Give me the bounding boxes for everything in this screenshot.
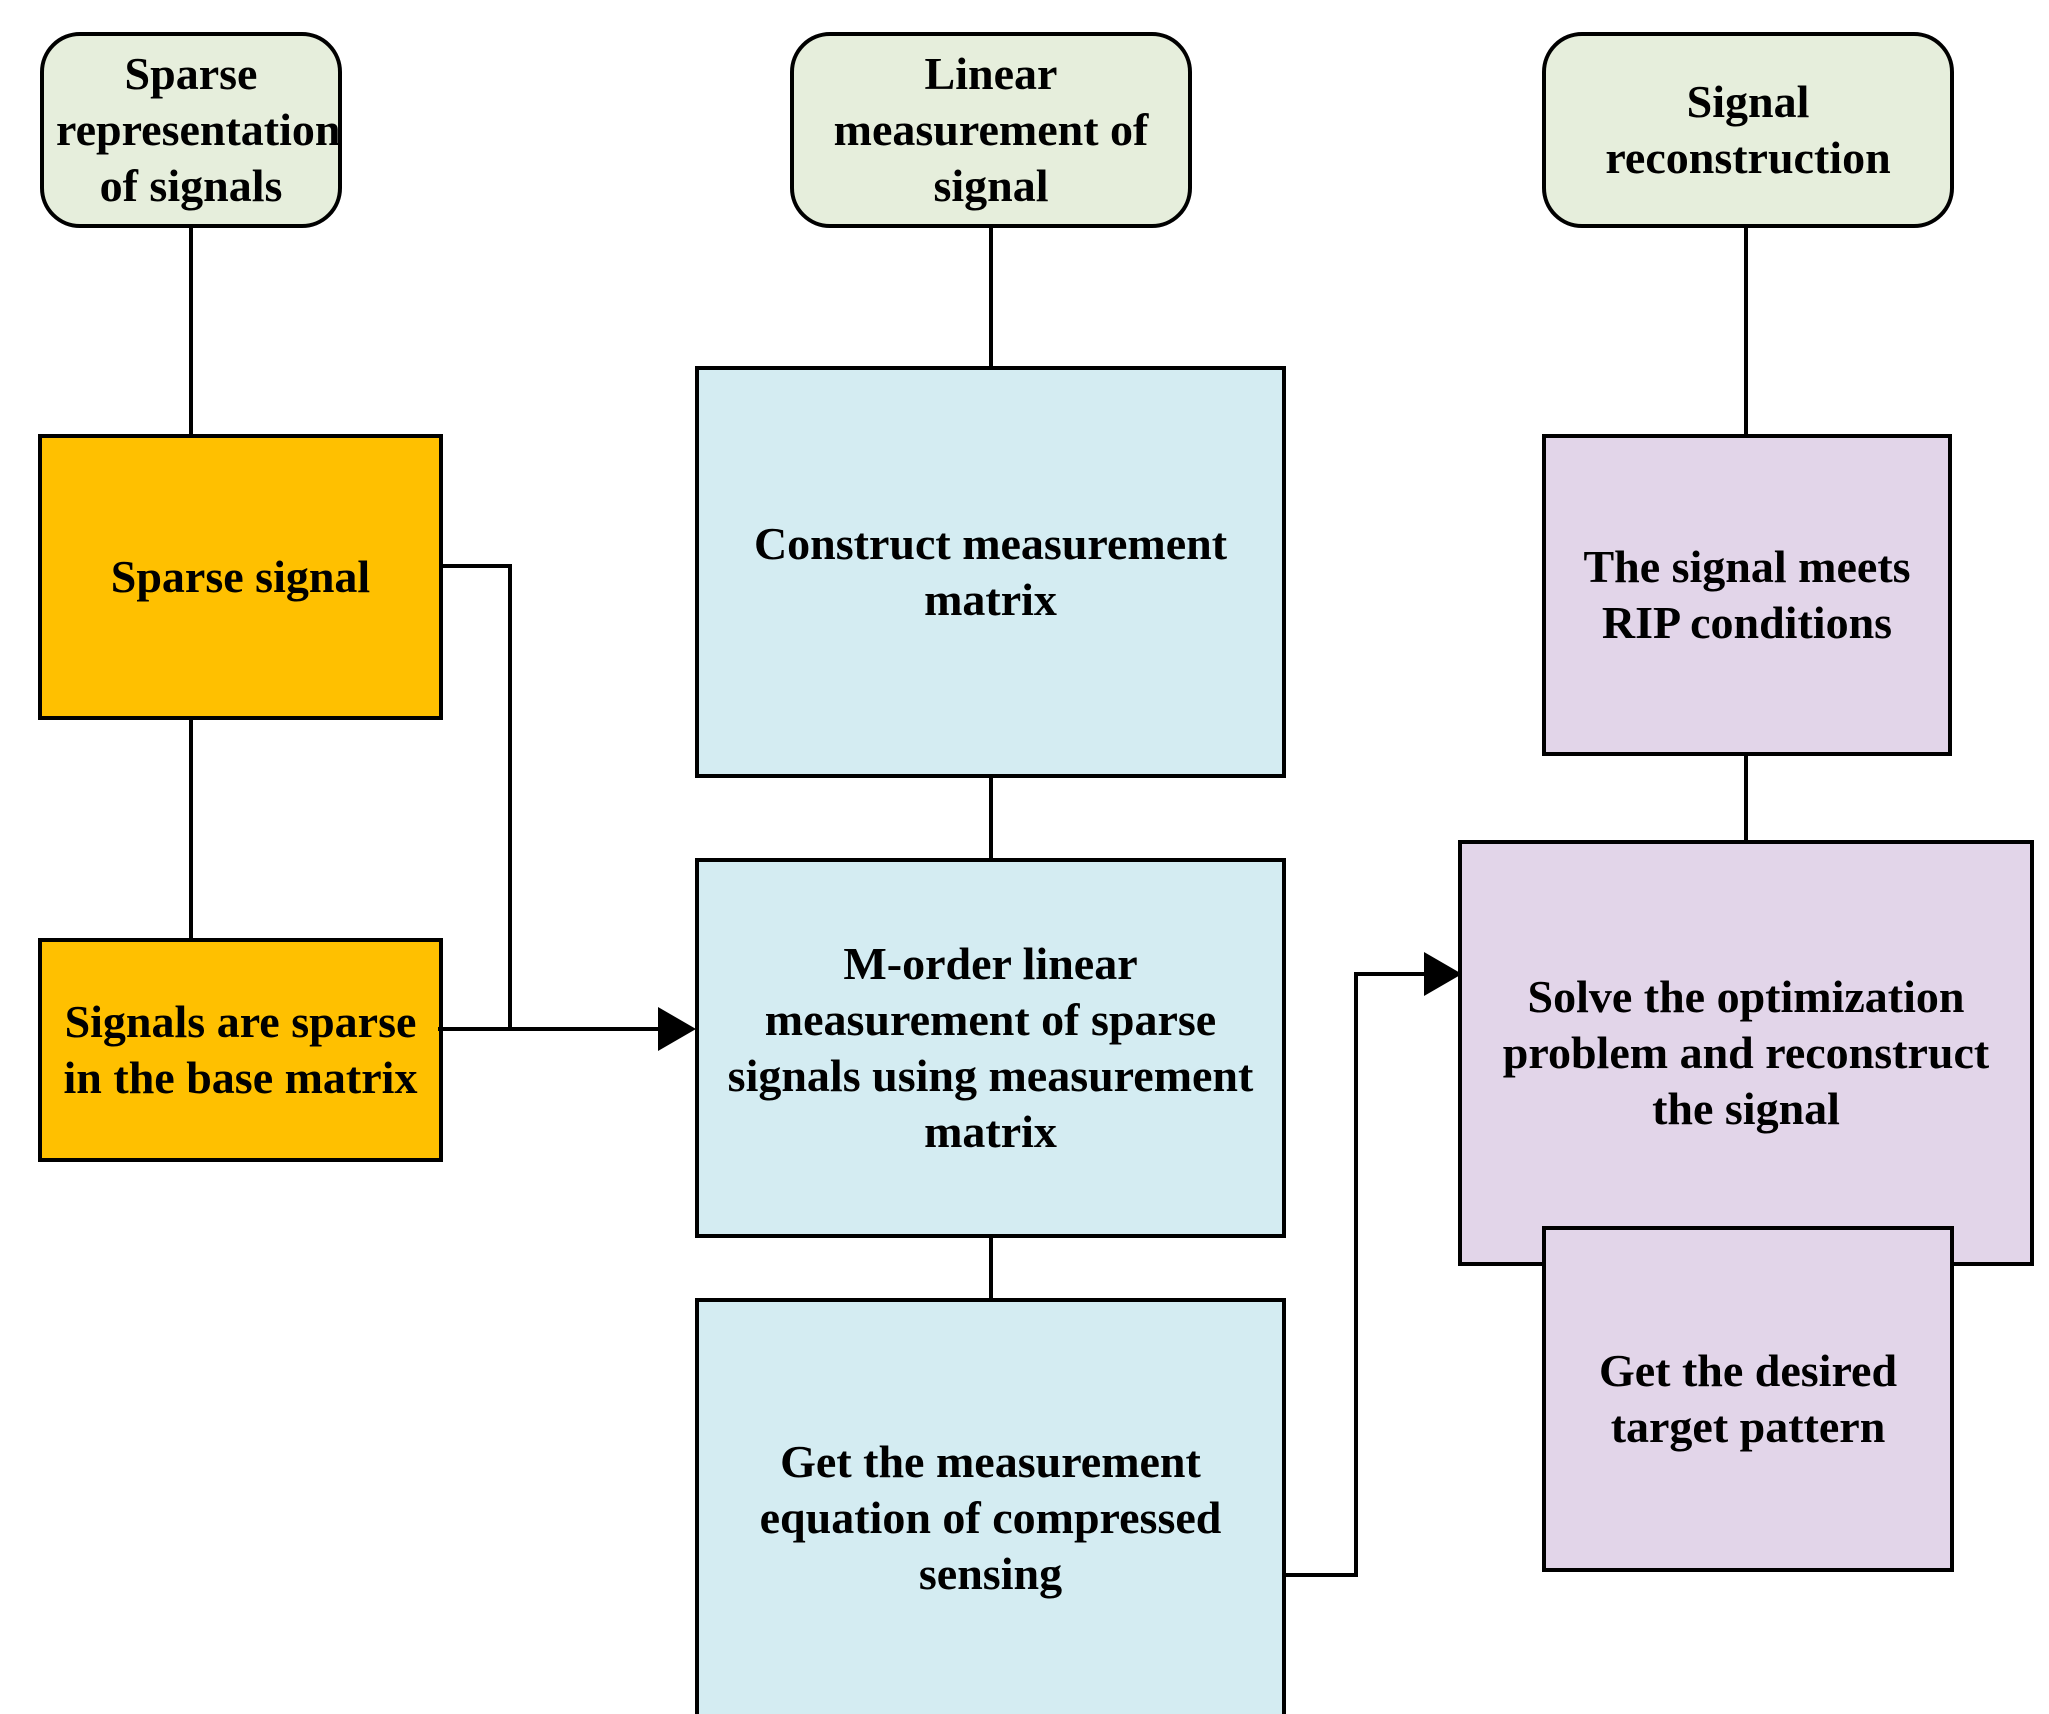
process-node-target-pattern[interactable]: Get the desired target pattern [1542,1226,1954,1572]
stage-node-sparse-representation[interactable]: Sparse representation of signals [40,32,342,228]
connector-to-solve-optimization-horizontal [1354,972,1430,976]
connector-stage2-to-construct-matrix [989,228,993,368]
process-label-signals-sparse-base-matrix: Signals are sparse in the base matrix [63,995,418,1103]
connector-sparse-signal-out-horizontal [443,564,512,568]
connector-rip-conditions-to-solve-optimization [1744,756,1748,842]
stage-label-signal-reconstruction: Signal reconstruction [1605,75,1891,183]
process-label-rip-conditions: The signal meets RIP conditions [1583,540,1911,648]
process-label-solve-optimization: Solve the optimization problem and recon… [1502,970,1990,1135]
stage-node-signal-reconstruction[interactable]: Signal reconstruction [1542,32,1954,228]
stage-label-sparse-representation: Sparse representation of signals [56,47,341,212]
connector-m-order-to-measurement-equation [989,1238,993,1300]
connector-to-m-order-horizontal [438,1027,660,1031]
connector-stage1-to-sparse-signal [189,228,193,436]
process-node-construct-measurement-matrix[interactable]: Construct measurement matrix [695,366,1286,778]
process-node-m-order-linear-measurement[interactable]: M-order linear measurement of sparse sig… [695,858,1286,1238]
process-label-target-pattern: Get the desired target pattern [1598,1344,1898,1452]
process-node-solve-optimization[interactable]: Solve the optimization problem and recon… [1458,840,2034,1266]
connector-stage3-to-rip-conditions [1744,228,1748,436]
connector-sparse-signal-to-base-matrix [189,720,193,938]
connector-sparse-signal-out-vertical [508,564,512,1029]
process-label-m-order-linear-measurement: M-order linear measurement of sparse sig… [727,937,1254,1158]
stage-node-linear-measurement[interactable]: Linear measurement of signal [790,32,1192,228]
arrowhead-to-m-order [658,1007,696,1051]
stage-label-linear-measurement: Linear measurement of signal [833,47,1149,212]
connector-construct-matrix-to-m-order [989,778,993,860]
process-node-sparse-signal[interactable]: Sparse signal [38,434,443,720]
process-label-sparse-signal: Sparse signal [110,550,371,602]
connector-measurement-equation-out-vertical [1354,972,1358,1575]
connector-measurement-equation-out-horizontal [1286,1573,1358,1577]
process-label-construct-measurement-matrix: Construct measurement matrix [753,517,1228,625]
process-node-rip-conditions[interactable]: The signal meets RIP conditions [1542,434,1952,756]
process-label-measurement-equation: Get the measurement equation of compress… [759,1435,1222,1600]
arrowhead-to-solve-optimization [1424,952,1462,996]
process-node-signals-sparse-base-matrix[interactable]: Signals are sparse in the base matrix [38,938,443,1162]
process-node-measurement-equation[interactable]: Get the measurement equation of compress… [695,1298,1286,1714]
